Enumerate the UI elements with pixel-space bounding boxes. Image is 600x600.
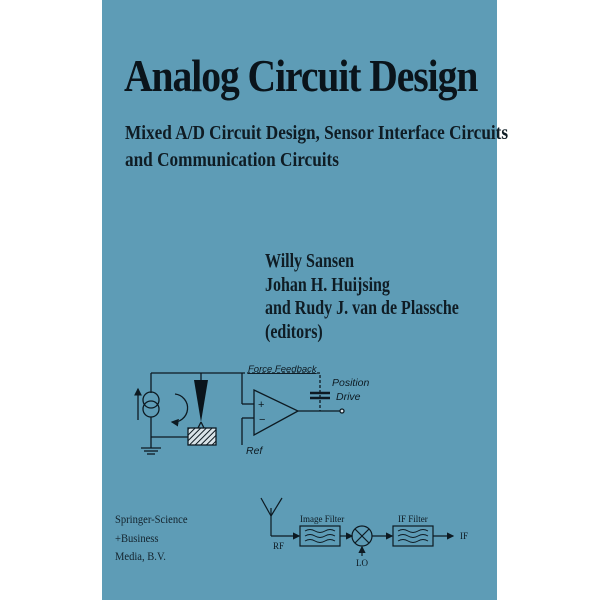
antenna-icon bbox=[260, 497, 283, 536]
rf-label: RF bbox=[273, 541, 284, 551]
publisher-line: +Business bbox=[115, 530, 159, 545]
position-label: Position bbox=[332, 377, 370, 389]
rotation-arrow-icon bbox=[170, 393, 189, 427]
publisher-line: Media, B.V. bbox=[115, 549, 166, 563]
mixer-icon bbox=[351, 525, 373, 547]
capacitor-icon bbox=[310, 391, 330, 400]
filter-wave-icon bbox=[304, 529, 336, 543]
subtitle-line: and Communication Circuits bbox=[125, 149, 340, 171]
drive-label: Drive bbox=[336, 391, 361, 403]
filter-wave-icon bbox=[397, 529, 429, 543]
editors-block: Willy Sansen Johan H. Huijsing and Rudy … bbox=[265, 250, 459, 344]
publisher-line: Springer-Science bbox=[115, 512, 188, 526]
editor-name: and Rudy J. van de Plassche bbox=[265, 297, 459, 319]
probe-tip-icon bbox=[194, 380, 208, 422]
book-title: Analog Circuit Design bbox=[124, 51, 478, 101]
plus-sign: + bbox=[258, 399, 264, 411]
op-amp-icon bbox=[253, 388, 300, 437]
ref-label: Ref bbox=[246, 445, 263, 457]
force-feedback-label: Force Feedback bbox=[248, 364, 318, 375]
cover-diagrams: Force Feedback Position Drive Ref + − bbox=[134, 364, 468, 568]
subtitle-line: Mixed A/D Circuit Design, Sensor Interfa… bbox=[125, 122, 509, 144]
lo-label: LO bbox=[356, 558, 368, 568]
editor-name: Johan H. Huijsing bbox=[265, 273, 390, 296]
publisher-imprint: Springer-Science +Business Media, B.V. bbox=[115, 510, 188, 566]
book-subtitle: Mixed A/D Circuit Design, Sensor Interfa… bbox=[125, 120, 508, 174]
ground-icon bbox=[141, 447, 161, 455]
editors-label: (editors) bbox=[265, 320, 323, 343]
sample-block-icon bbox=[187, 427, 217, 446]
if-output-label: IF bbox=[460, 531, 468, 541]
image-filter-label: Image Filter bbox=[300, 514, 344, 524]
rf-receiver-diagram bbox=[260, 497, 455, 556]
current-source-icon bbox=[142, 391, 160, 418]
if-filter-label: IF Filter bbox=[398, 514, 428, 524]
sensor-interface-diagram bbox=[134, 372, 345, 455]
editor-name: Willy Sansen bbox=[265, 250, 355, 272]
book-cover: Analog Circuit Design Mixed A/D Circuit … bbox=[102, 0, 508, 600]
minus-sign: − bbox=[259, 414, 265, 426]
